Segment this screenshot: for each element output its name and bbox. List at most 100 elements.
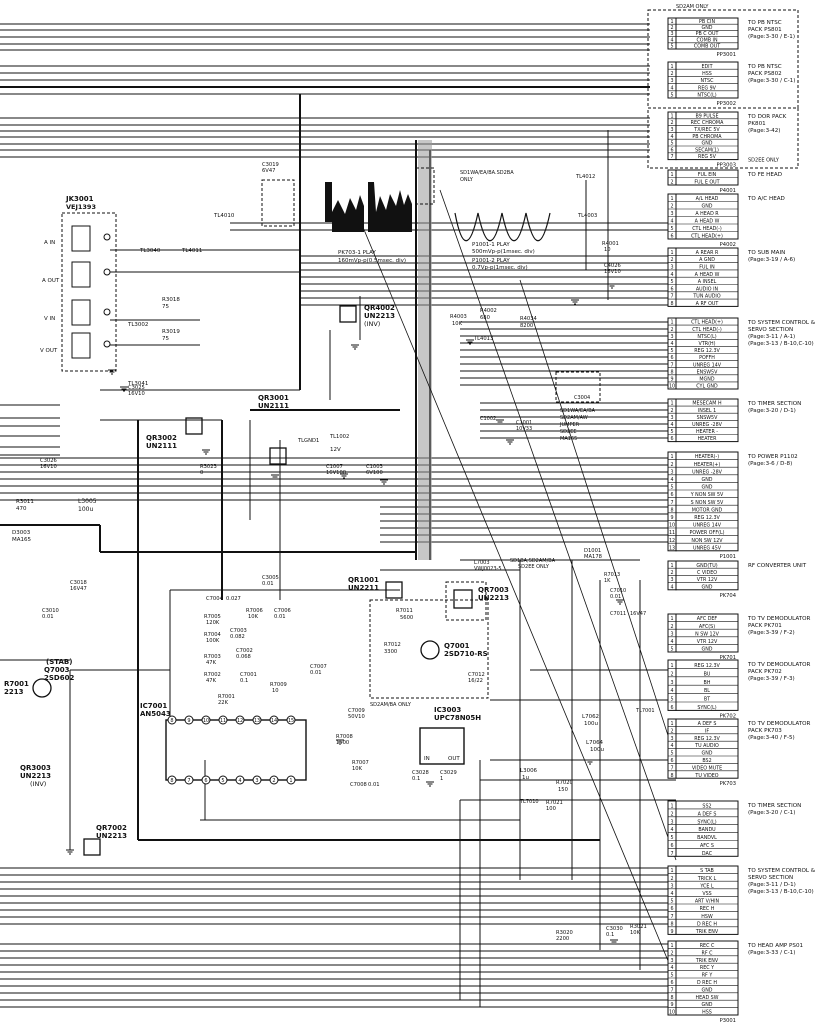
r7009: R7009 xyxy=(270,682,287,688)
c3004: C3004 xyxy=(574,395,590,401)
pin-number: 2 xyxy=(670,570,673,576)
connector-title: TO TIMER SECTION xyxy=(747,401,801,407)
pin-label: BANDU xyxy=(698,827,716,833)
pin-number: 1 xyxy=(670,616,673,622)
qr7003-part: UN2213 xyxy=(478,594,509,602)
pin-label: HEATER(-) xyxy=(695,454,719,460)
pin-number: 11 xyxy=(669,530,675,536)
pin-number: 4 xyxy=(670,477,673,483)
pin-label: RF C xyxy=(702,950,714,956)
q7003-label: Q7003 xyxy=(44,666,70,674)
sd2ama-only: SD2AM/BA ONLY xyxy=(370,702,412,708)
pin-label: A DEF S xyxy=(698,721,717,727)
tl7010: TL7010 xyxy=(519,799,539,805)
pin-number: 8 xyxy=(670,301,673,307)
tl7001: TL7001 xyxy=(635,708,655,714)
r7001b-v: 22K xyxy=(218,700,229,706)
pin-number: 3 xyxy=(670,736,673,742)
connector-title: RF CONVERTER UNIT xyxy=(748,563,807,569)
ic-pin-number: 8 xyxy=(170,778,173,784)
pin-number: 6 xyxy=(670,147,673,153)
pin-label: S TAB xyxy=(700,868,714,874)
qr3001-part: UN2111 xyxy=(258,402,289,410)
qr4002-label: QR4002 xyxy=(364,304,395,312)
pin-label: REG 9V xyxy=(698,85,717,91)
pin-label: AUDIO IN xyxy=(696,286,719,292)
c7006-v: 0.01 xyxy=(274,614,286,620)
l7062-part: 100u xyxy=(584,721,598,727)
c3018-v: 16V47 xyxy=(70,586,87,592)
pin-number: 4 xyxy=(670,639,673,645)
pin-label: CTL HEAD(-) xyxy=(692,327,722,333)
pin-label: B9 PULSE xyxy=(695,113,718,119)
q7001-label: Q7001 xyxy=(444,642,470,650)
r4003: R4003 xyxy=(450,314,467,320)
connector-subtitle: SERVO SECTION xyxy=(748,875,793,881)
pin-number: 5 xyxy=(670,44,673,50)
pin-label: SS2 xyxy=(702,804,711,810)
r4034-v: 8200 xyxy=(520,323,533,329)
ic-pin-number: 11 xyxy=(220,718,226,724)
r7007-v: 10K xyxy=(352,766,363,772)
pin-label: TU VIDEO xyxy=(694,773,718,779)
connector-subtitle: (Page:3-19 / A-6) xyxy=(748,257,795,263)
r3021-v: 10K xyxy=(630,930,641,936)
pin-label: PB C OUT xyxy=(696,31,719,37)
connector-subtitle: SERVO SECTION xyxy=(748,327,793,333)
c1007-v: 16V100 xyxy=(326,470,346,476)
pin-label: GND xyxy=(702,751,713,757)
pin-number: 4 xyxy=(670,584,673,590)
pin-label: FUL EIN xyxy=(698,172,717,178)
sd1wa-jumper5: MA165 xyxy=(560,436,577,442)
pin-label: BS2 xyxy=(702,758,711,764)
c1001: C1001 xyxy=(516,420,532,426)
connector-id: P4001 xyxy=(720,188,736,194)
c7008: C7008 xyxy=(350,782,367,788)
connector-page-ref: (Page:3-13 / B-10,C-10) xyxy=(748,889,814,895)
r7003-v: 47K xyxy=(206,660,217,666)
pin-label: A RF OUT xyxy=(696,301,719,307)
pin-number: 5 xyxy=(670,697,673,703)
connector-page-ref: (Page:3-39 / F-3) xyxy=(748,676,795,682)
r7006-v: 10K xyxy=(248,614,259,620)
connector-page-ref: (Page:3-39 / F-2) xyxy=(748,630,795,636)
pin-number: 2 xyxy=(670,408,673,414)
pin-number: 5 xyxy=(670,226,673,232)
pin-label: GND xyxy=(702,141,713,147)
qr1001-label: QR1001 xyxy=(348,576,379,584)
r7001-label: R7001 xyxy=(4,680,29,688)
pin-number: 2 xyxy=(670,728,673,734)
pin-number: 6 xyxy=(670,492,673,498)
pin-label: BT xyxy=(704,697,710,703)
tl3040: TL3040 xyxy=(139,248,161,254)
ic7001-label: IC7001 xyxy=(140,702,167,710)
r3018-v: 75 xyxy=(162,304,169,310)
pin-label: A REAR R xyxy=(696,250,719,256)
sd2am-only-tag: SD2AM ONLY xyxy=(676,4,709,10)
q7001-part: 2SD710-RS xyxy=(444,650,488,658)
connector-title: TO TV DEMODULATOR xyxy=(747,721,811,727)
pin-label: DAC xyxy=(702,851,713,857)
r7021: R7021 xyxy=(546,800,563,806)
r3011-v: 470 xyxy=(16,506,27,512)
pin-number: 1 xyxy=(670,454,673,460)
connector-subtitle: PACK PK702 xyxy=(748,669,782,675)
pin-number: 3 xyxy=(670,78,673,84)
r3020-v: 2200 xyxy=(556,936,569,942)
pin-number: 6 xyxy=(670,843,673,849)
q7003-part: 2SD602 xyxy=(44,674,74,682)
ic-pin-number: 8 xyxy=(170,718,173,724)
pin-label: CTL HEAD(-) xyxy=(692,226,722,232)
c7007: C7007 xyxy=(310,664,327,670)
pin-label: COMB OUT xyxy=(694,44,720,50)
r7008: R7008 xyxy=(336,734,353,740)
connector-id: PK701 xyxy=(720,655,736,661)
pin-label: TRIK ENV xyxy=(695,958,719,964)
r7012: R7012 xyxy=(384,642,401,648)
pin-label: SECAM(1) xyxy=(695,147,719,153)
